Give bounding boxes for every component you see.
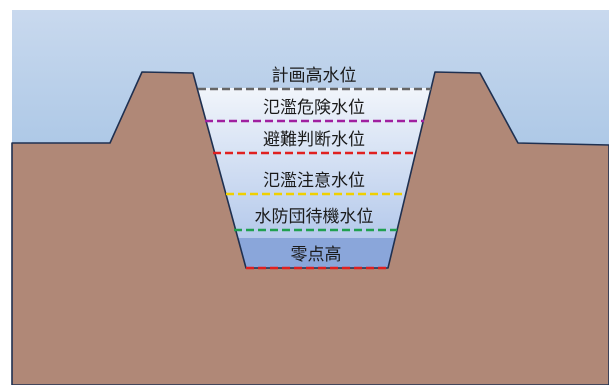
zero-height-band [236,238,395,268]
label-flood-danger: 氾濫危険水位 [263,98,365,118]
ground-embankment [11,71,609,386]
label-evacuation-decision: 避難判断水位 [263,130,365,150]
label-flood-warning: 氾濫注意水位 [263,171,365,191]
label-zero-height: 零点高 [291,245,342,265]
label-standby: 水防団待機水位 [255,207,374,227]
label-planned-high-water: 計画高水位 [272,66,357,86]
channel-water [196,88,432,268]
